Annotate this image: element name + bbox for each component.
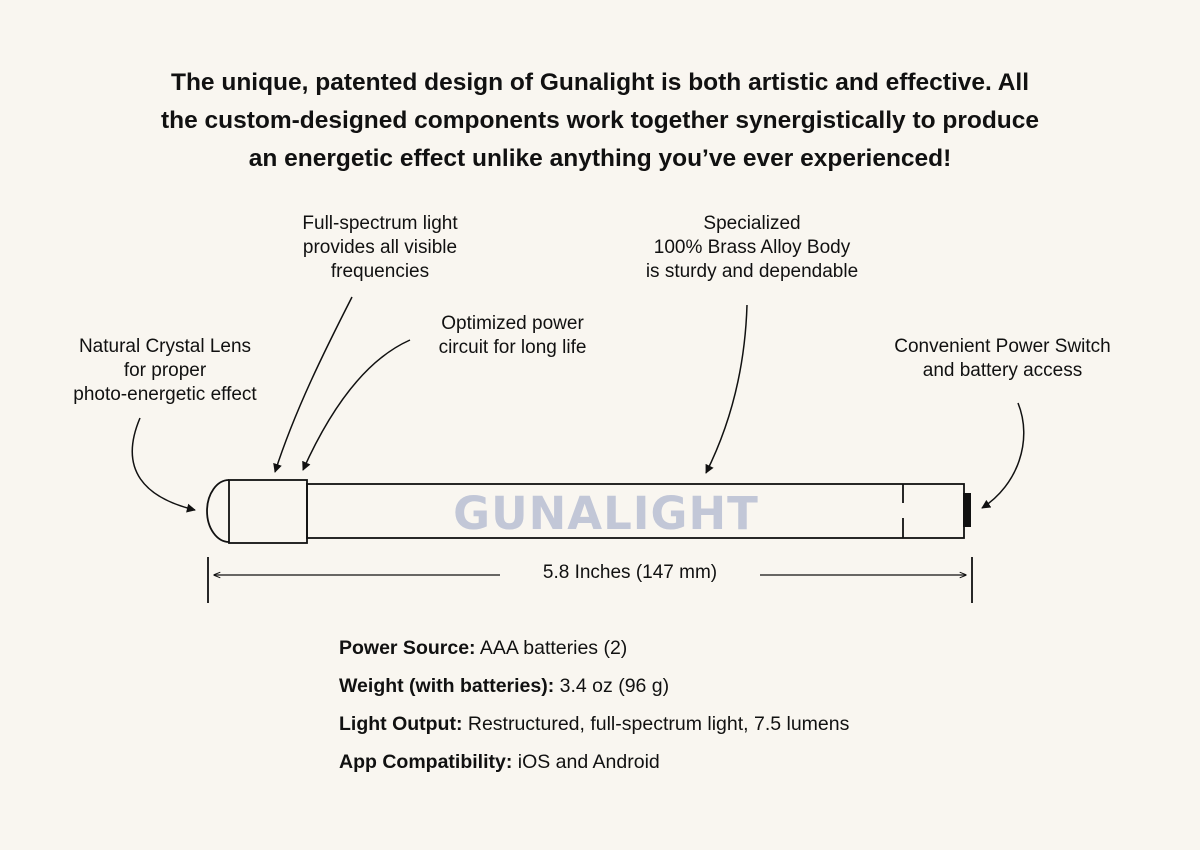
spec-light-output: Light Output: Restructured, full-spectru… [339, 710, 849, 748]
spec-list: Power Source: AAA batteries (2) Weight (… [339, 634, 849, 786]
callout-body: Specialized 100% Brass Alloy Body is stu… [612, 212, 892, 284]
spec-label: Power Source: [339, 637, 476, 659]
callout-line: Optimized power [441, 313, 584, 334]
circuit-arrow [302, 339, 411, 471]
headline-line: the custom-designed components work toge… [160, 107, 1040, 134]
callout-line: and battery access [922, 360, 1083, 381]
lens-arrow [131, 417, 196, 513]
spec-value: 3.4 oz (96 g) [559, 675, 670, 697]
headline-line: an energetic effect unlike anything you’… [248, 145, 952, 172]
spec-power-source: Power Source: AAA batteries (2) [339, 634, 849, 672]
spec-label: Weight (with batteries): [339, 675, 555, 697]
callout-line: Specialized [703, 213, 801, 234]
callout-spectrum: Full-spectrum light provides all visible… [260, 212, 500, 284]
callout-switch: Convenient Power Switch and battery acce… [860, 335, 1145, 383]
callout-line: 100% Brass Alloy Body [653, 237, 851, 258]
power-switch [963, 493, 971, 527]
callout-line: provides all visible [302, 237, 458, 258]
headline: The unique, patented design of Gunalight… [100, 64, 1100, 178]
dimension-label: 5.8 Inches (147 mm) [500, 562, 760, 584]
body-arrow [705, 304, 748, 474]
spec-app-compatibility: App Compatibility: iOS and Android [339, 748, 849, 786]
switch-arrow [981, 402, 1025, 509]
headline-line: The unique, patented design of Gunalight… [170, 69, 1030, 96]
callout-line: circuit for long life [438, 337, 587, 358]
callout-line: photo-energetic effect [73, 384, 257, 405]
callout-line: for proper [123, 360, 207, 381]
callout-line: is sturdy and dependable [645, 261, 859, 282]
callout-line: frequencies [330, 261, 430, 282]
callout-lens: Natural Crystal Lens for proper photo-en… [40, 335, 290, 407]
spec-value: iOS and Android [517, 751, 660, 773]
callout-line: Natural Crystal Lens [78, 336, 252, 357]
spec-weight: Weight (with batteries): 3.4 oz (96 g) [339, 672, 849, 710]
spec-value: Restructured, full-spectrum light, 7.5 l… [467, 713, 850, 735]
callout-line: Full-spectrum light [302, 213, 458, 234]
spec-label: App Compatibility: [339, 751, 513, 773]
spectrum-arrow [273, 296, 353, 473]
brand-wordmark: GUNALIGHT [453, 487, 759, 540]
crystal-lens [206, 479, 230, 543]
spec-value: AAA batteries (2) [479, 637, 628, 659]
callout-line: Convenient Power Switch [894, 336, 1111, 357]
callout-circuit: Optimized power circuit for long life [405, 312, 620, 360]
spec-label: Light Output: [339, 713, 463, 735]
lens-cap [228, 479, 308, 544]
